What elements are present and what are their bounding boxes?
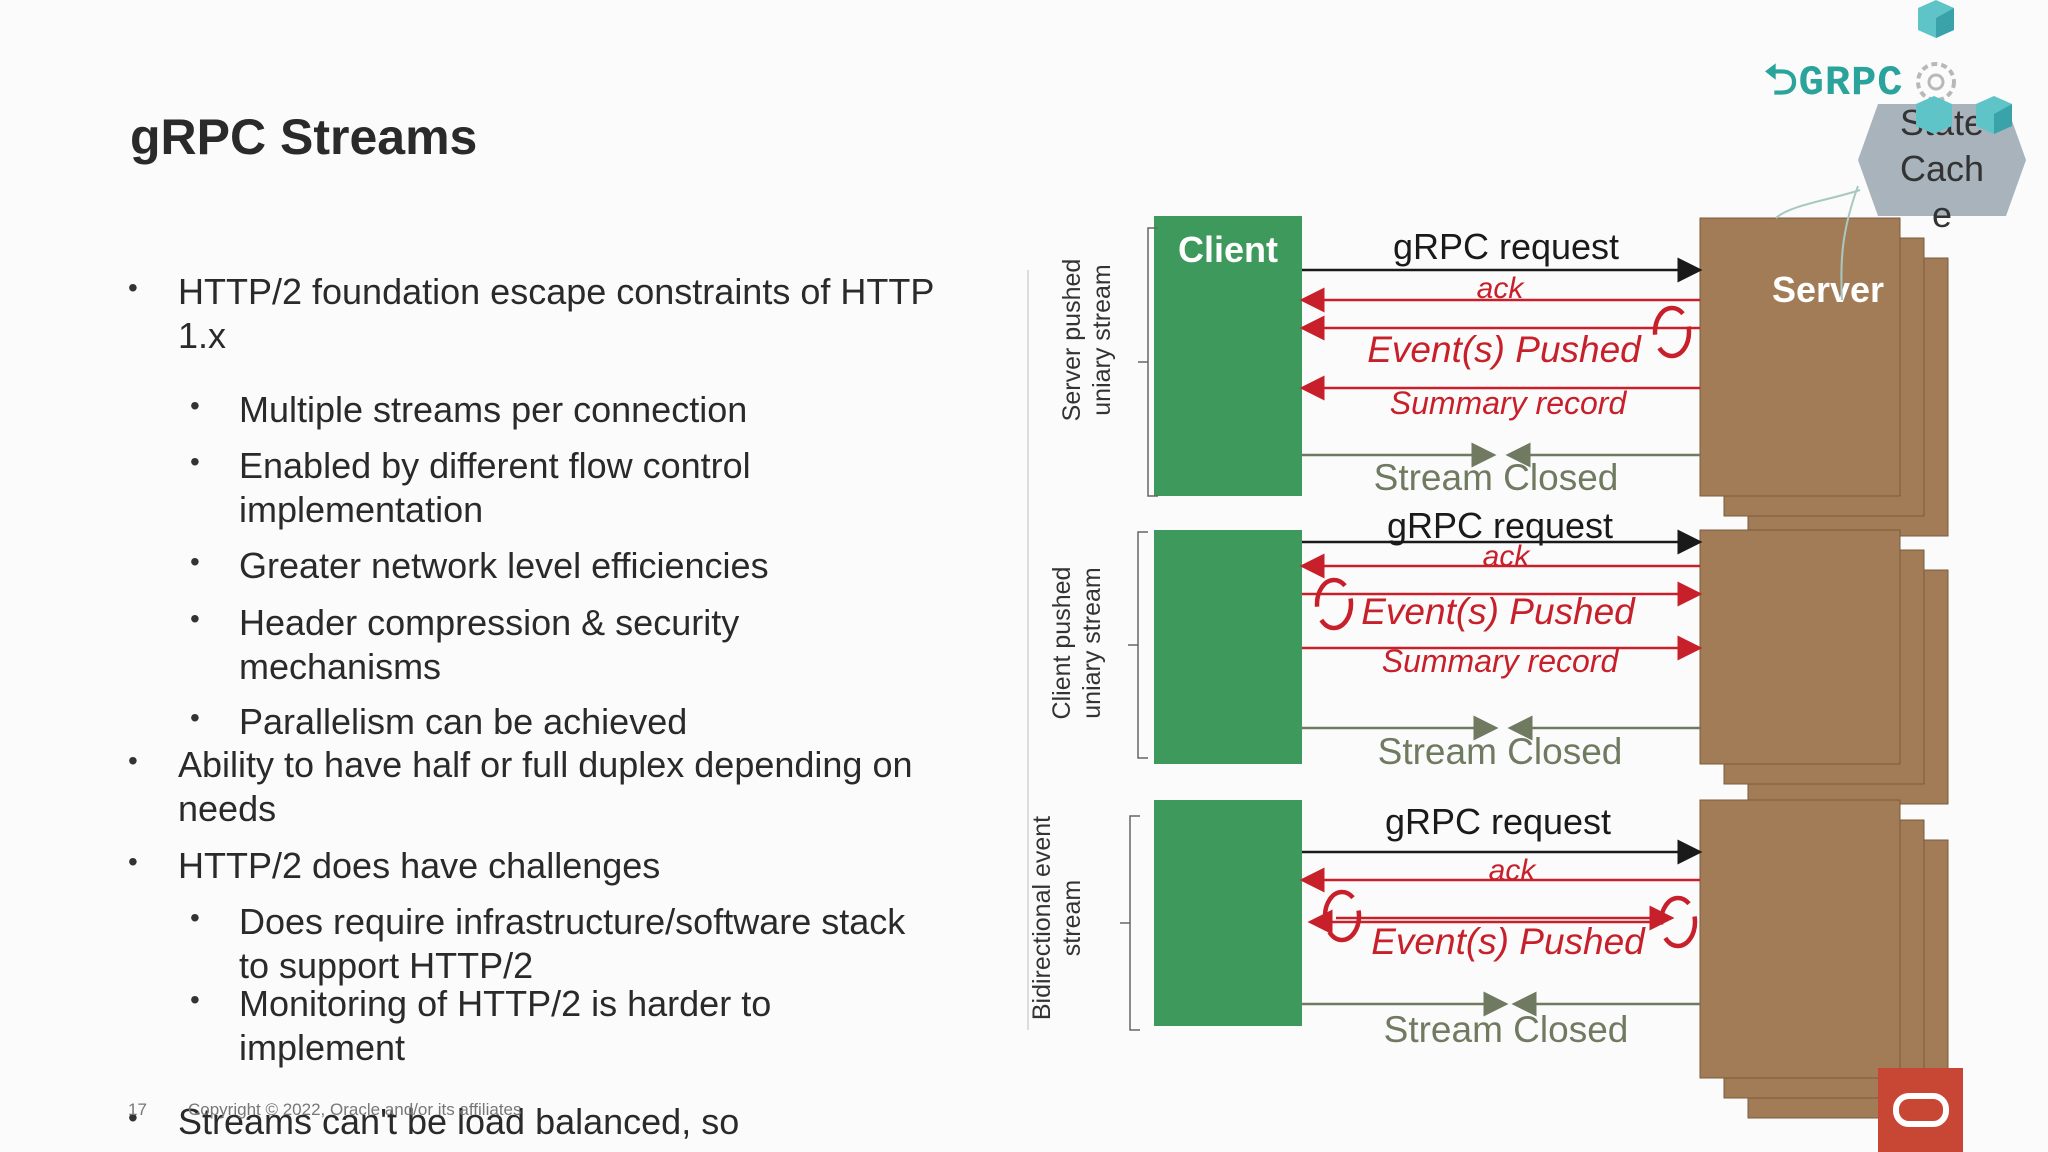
events-pushed-label: Event(s) Pushed xyxy=(1367,329,1642,370)
oracle-logo-badge xyxy=(1878,1068,1963,1152)
oracle-ring-icon xyxy=(1892,1093,1949,1127)
grpc-request-label: gRPC request xyxy=(1387,505,1613,546)
grpc-request-label: gRPC request xyxy=(1385,801,1611,842)
logo-arrow-icon: ⮌ xyxy=(1764,59,1799,107)
server-block xyxy=(1699,217,1901,497)
bullet-line: Parallelism can be achieved xyxy=(239,701,688,742)
section-side-label: stream xyxy=(1058,880,1086,956)
cube-icon xyxy=(1916,96,1952,134)
client-block xyxy=(1154,530,1302,764)
bullet-line: Ability to have half or full duplex depe… xyxy=(178,744,913,785)
bullet-item: Streams can't be load balanced, so xyxy=(178,1100,1000,1144)
bullet-marker: • xyxy=(128,272,138,303)
server-block xyxy=(1699,799,1901,1079)
section-bracket xyxy=(1120,815,1140,1031)
bullet-item: Greater network level efficiencies xyxy=(239,544,999,588)
bullet-line: Multiple streams per connection xyxy=(239,389,748,430)
section-side-label: uniary stream xyxy=(1088,264,1116,415)
bullet-marker: • xyxy=(128,745,138,776)
bullet-line: Enabled by different flow control xyxy=(239,445,751,486)
grpc-logo: ⮌GRPC xyxy=(1764,50,1903,121)
bullet-item: Parallelism can be achieved xyxy=(239,700,999,744)
server-block xyxy=(1699,529,1901,765)
page-number: 17 xyxy=(128,1100,147,1119)
bullet-marker: • xyxy=(190,546,200,577)
copyright-notice: Copyright © 2022, Oracle and/or its affi… xyxy=(188,1100,522,1119)
section-bracket xyxy=(1138,227,1158,497)
stream-closed-label: Stream Closed xyxy=(1374,457,1619,498)
stream-closed-label: Stream Closed xyxy=(1378,731,1623,772)
server-label: Server xyxy=(1772,269,1884,310)
client-block xyxy=(1154,800,1302,1026)
section-side-label: Client pushed xyxy=(1048,567,1076,720)
section-side-label: Server pushed xyxy=(1058,259,1086,422)
section-side-label: Bidirectional event xyxy=(1028,816,1056,1020)
bullet-line: implement xyxy=(239,1027,406,1068)
bullet-list: • HTTP/2 foundation escape constraints of… xyxy=(0,0,1000,1152)
bullet-marker: • xyxy=(128,1102,138,1133)
cache-connector xyxy=(1775,189,1861,219)
bullet-line: Greater network level efficiencies xyxy=(239,545,769,586)
gear-icon xyxy=(1916,62,1956,102)
client-block xyxy=(1154,216,1302,496)
event-loop-icon xyxy=(1658,895,1698,949)
grpc-request-label: gRPC request xyxy=(1393,226,1619,267)
cube-icon xyxy=(1918,0,1954,38)
bullet-line: 1.x xyxy=(178,315,227,356)
bullet-line: HTTP/2 foundation escape constraints of … xyxy=(178,271,935,312)
ack-label: ack xyxy=(1489,854,1538,887)
ack-label: ack xyxy=(1483,540,1532,573)
bullet-line: implementation xyxy=(239,489,484,530)
section-bracket xyxy=(1128,531,1148,759)
bullet-line: to support HTTP/2 xyxy=(239,945,534,986)
section-side-label: uniary stream xyxy=(1078,567,1106,718)
bullet-item: HTTP/2 foundation escape constraints of … xyxy=(178,270,1000,358)
logo-text: GRPC xyxy=(1798,59,1904,107)
events-pushed-label: Event(s) Pushed xyxy=(1371,921,1646,962)
cube-icon xyxy=(1976,96,2012,134)
client-label: Client xyxy=(1178,229,1278,270)
slide-title: gRPC Streams xyxy=(130,109,478,165)
bullet-item: Multiple streams per connection xyxy=(239,388,999,432)
bullet-marker: • xyxy=(190,902,200,933)
event-loop-icon xyxy=(1314,577,1354,631)
state-cache-hexagon xyxy=(1858,104,2026,216)
summary-label: Summary record xyxy=(1390,385,1628,421)
bullet-line: Header compression & security xyxy=(239,602,740,643)
bullet-marker: • xyxy=(190,390,200,421)
summary-label: Summary record xyxy=(1382,643,1620,679)
bullet-item: Ability to have half or full duplex depe… xyxy=(178,743,1000,831)
bullet-marker: • xyxy=(128,846,138,877)
event-loop-icon xyxy=(1652,305,1692,359)
bullet-item: HTTP/2 does have challenges xyxy=(178,844,1000,888)
cache-connector xyxy=(1840,185,1859,301)
cache-line-3: e xyxy=(1931,194,1953,235)
cache-line-2: Cach xyxy=(1899,148,1985,189)
column-divider xyxy=(1027,270,1029,1030)
bullet-line: Does require infrastructure/software sta… xyxy=(239,901,906,942)
stream-closed-label: Stream Closed xyxy=(1384,1009,1629,1050)
bullet-line: HTTP/2 does have challenges xyxy=(178,845,661,886)
bullet-item: Does require infrastructure/software sta… xyxy=(239,900,999,988)
bullet-marker: • xyxy=(190,603,200,634)
event-loop-icon xyxy=(1322,889,1362,943)
bullet-marker: • xyxy=(190,984,200,1015)
bullet-line: Streams can't be load balanced, so xyxy=(178,1101,740,1142)
events-pushed-label: Event(s) Pushed xyxy=(1361,591,1636,632)
bullet-line: mechanisms xyxy=(239,646,442,687)
bullet-line: Monitoring of HTTP/2 is harder to xyxy=(239,983,772,1024)
bullet-line: needs xyxy=(178,788,277,829)
bullet-marker: • xyxy=(190,446,200,477)
bullet-marker: • xyxy=(190,702,200,733)
cube-icons xyxy=(1916,0,2012,134)
